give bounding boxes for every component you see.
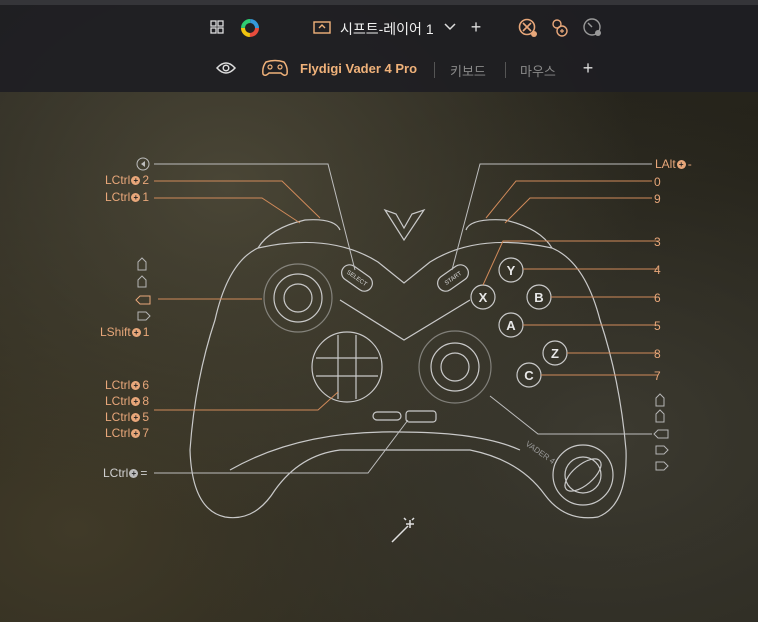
gyro-ring [552,444,614,506]
gyro-orbit [564,458,602,492]
plus-icon: + [676,160,686,170]
plus-icon: + [131,381,141,391]
left-stick [273,273,323,323]
add-layer-button[interactable]: + [470,16,482,37]
plus-icon: + [131,397,141,407]
plus-icon: + [131,193,141,203]
layer-name[interactable]: 시프트-레이어 1 [340,21,434,37]
top-toolbar: 시프트-레이어 1 + Flydigi Vader 4 Pro 키보드 마우스 … [0,0,758,92]
plus-icon: + [131,429,141,439]
button-z: Z [551,346,559,361]
button-x: X [479,290,488,305]
plus-icon: + [131,413,141,423]
tab-controller[interactable]: Flydigi Vader 4 Pro [300,61,418,76]
chevron-down-icon[interactable] [443,20,457,34]
rb-bumper [465,219,553,249]
eye-icon[interactable] [215,58,237,78]
mapping-lt[interactable]: LCtrl+1 [105,190,150,204]
mapping-y[interactable]: 3 [654,235,661,249]
plus-icon: + [131,328,141,338]
mapping-start[interactable]: LAlt+- [655,157,692,171]
mapping-b[interactable]: 6 [654,291,661,305]
gamepad-settings-icon[interactable] [549,17,571,39]
button-c: C [524,368,534,383]
right-stick-inner [440,352,470,382]
mapping-c[interactable]: 7 [654,369,661,383]
left-stick-inner [283,283,313,313]
mapping-lb[interactable]: LCtrl+2 [105,173,150,187]
controller-body [189,241,627,519]
mapping-dpad-right[interactable]: LCtrl+7 [105,426,150,440]
tab-mouse[interactable]: 마우스 [520,64,556,79]
mapping-rb[interactable]: 0 [654,175,661,189]
right-stick [430,342,480,392]
brand-text: VADER 4 [524,439,557,466]
button-y: Y [507,263,516,278]
add-tab-button[interactable]: + [582,57,594,78]
color-wheel-icon[interactable] [241,19,259,37]
dpad-ring [311,331,383,403]
button-b: B [534,290,543,305]
top-strip [0,0,758,5]
layer-icon[interactable] [312,18,332,36]
small-button-left [372,411,402,421]
separator [434,62,435,78]
right-stick-ring [418,330,492,404]
left-stick-ring [263,263,333,333]
plus-icon: + [129,469,139,479]
button-a: A [506,318,516,333]
mapping-x[interactable]: 4 [654,263,661,277]
mapping-rt[interactable]: 9 [654,192,661,206]
mapping-a[interactable]: 5 [654,319,661,333]
lb-bumper [257,219,341,249]
separator [505,62,506,78]
mapping-dpad-up[interactable]: LCtrl+6 [105,378,150,392]
mapping-z[interactable]: 8 [654,347,661,361]
gyro-inner [564,456,602,494]
mapping-dpad-down[interactable]: LCtrl+8 [105,394,150,408]
center-ridge [339,299,471,341]
tab-keyboard[interactable]: 키보드 [450,64,486,79]
plus-icon: + [131,176,141,186]
dpad-cross [316,335,378,399]
gamepad-icon [260,58,290,78]
magic-wand-icon [391,517,415,543]
top-logo [383,208,426,242]
right-paddle-icons [653,393,669,471]
select-label: SELECT [345,270,368,288]
mapping-back[interactable]: LCtrl+= [103,466,148,480]
back-circle-icon [136,157,150,171]
gauge-icon[interactable] [582,17,604,39]
mapping-l3[interactable]: LShift+1 [100,325,150,339]
back-panel-line [229,431,521,471]
mapping-dpad-left[interactable]: LCtrl+5 [105,410,150,424]
small-button-right [405,410,437,423]
left-paddle-icons [135,257,151,321]
grid-icon[interactable] [209,19,225,35]
xbox-icon[interactable] [517,17,539,39]
